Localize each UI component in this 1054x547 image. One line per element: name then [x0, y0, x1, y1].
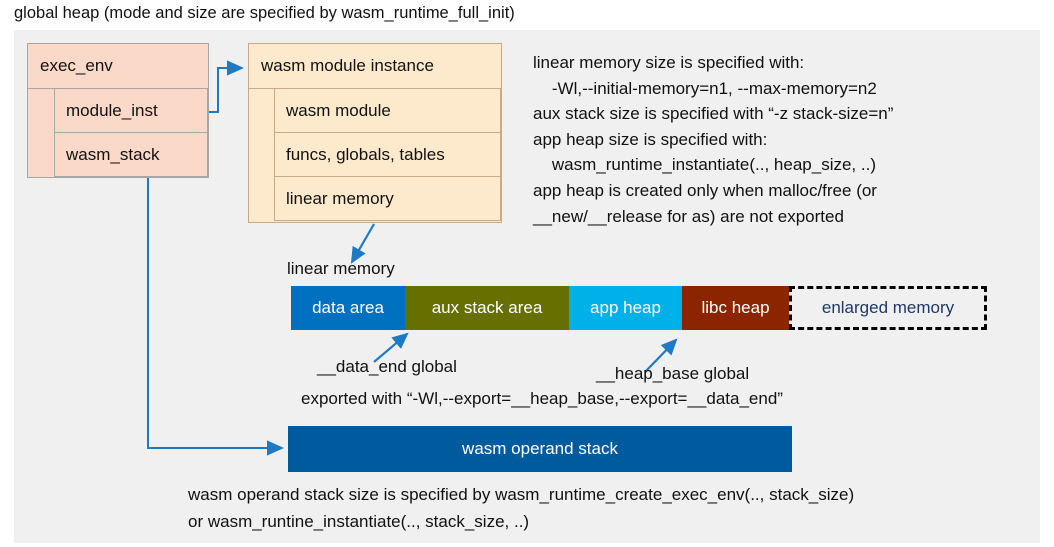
configuration-notes: linear memory size is specified with: -W… [533, 53, 894, 226]
module-instance-field-label: linear memory [286, 188, 394, 208]
module-instance-header: wasm module instance [248, 43, 502, 89]
memory-segment-enlarged-memory: enlarged memory [789, 286, 987, 330]
module-instance-title: wasm module instance [261, 56, 434, 75]
memory-segment-data-area: data area [291, 286, 405, 330]
exec-env-field-wasm-stack: wasm_stack [54, 132, 208, 177]
memory-segment-label: app heap [590, 298, 661, 317]
memory-segment-app-heap: app heap [569, 286, 682, 330]
wasm-operand-stack-box: wasm operand stack [288, 426, 792, 472]
module-instance-field-label: funcs, globals, tables [286, 144, 445, 164]
exec-env-group: exec_env module_inst wasm_stack [27, 43, 209, 178]
page-title: global heap (mode and size are specified… [14, 4, 515, 22]
exec-env-field-module-inst: module_inst [54, 88, 208, 133]
memory-segment-libc-heap: libc heap [682, 286, 789, 330]
module-instance-field-wasm-module: wasm module [274, 88, 501, 133]
module-instance-group: wasm module instance wasm module funcs, … [248, 43, 502, 223]
module-instance-field-funcs-globals-tables: funcs, globals, tables [274, 132, 501, 177]
wasm-operand-stack-label: wasm operand stack [462, 439, 618, 458]
exec-env-field-label: module_inst [66, 100, 158, 120]
exec-env-title: exec_env [40, 56, 113, 75]
memory-segment-label: libc heap [701, 298, 770, 317]
linear-memory-label: linear memory [287, 259, 395, 278]
annotation-exported-with: exported with “-Wl,--export=__heap_base,… [301, 389, 783, 408]
memory-segment-aux-stack-area: aux stack area [405, 286, 569, 330]
memory-segment-label: data area [312, 298, 384, 317]
linear-memory-bar: data area aux stack area app heap libc heap… [291, 286, 987, 330]
module-instance-field-linear-memory: linear memory [274, 176, 501, 221]
memory-segment-label: aux stack area [431, 298, 543, 317]
annotation-heap-base: __heap_base global [596, 364, 750, 383]
operand-stack-note: wasm operand stack size is specified by … [188, 485, 855, 531]
annotation-data-end: __data_end global [317, 357, 457, 376]
exec-env-field-label: wasm_stack [66, 144, 160, 164]
module-instance-field-label: wasm module [286, 100, 391, 120]
memory-segment-label: enlarged memory [821, 298, 955, 317]
exec-env-header: exec_env [27, 43, 209, 89]
